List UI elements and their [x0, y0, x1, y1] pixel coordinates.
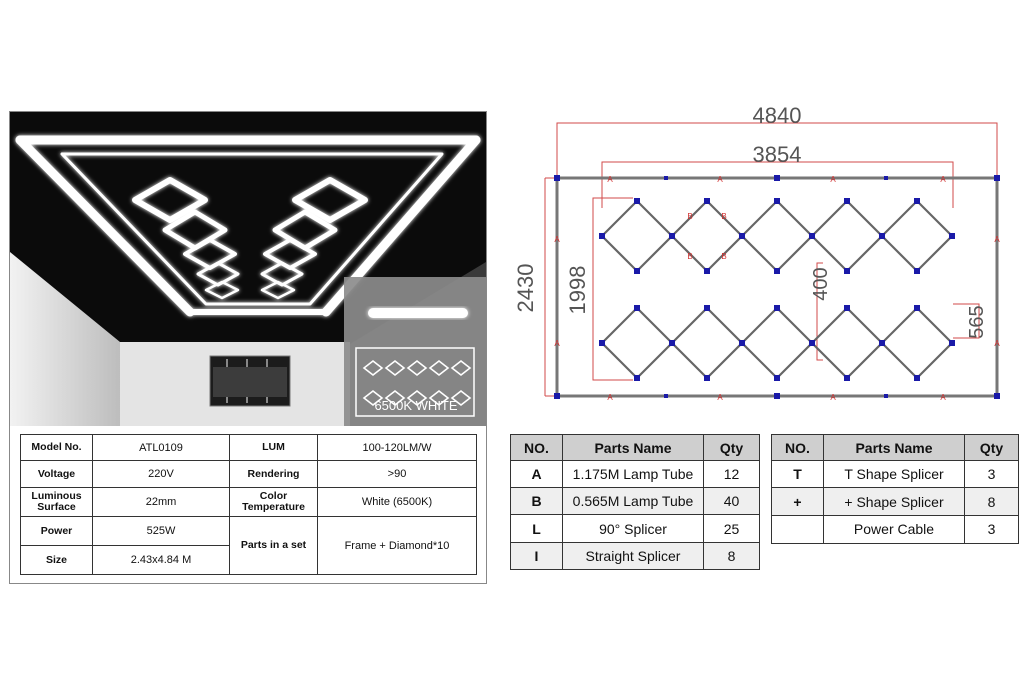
part-name: 1.175M Lamp Tube [562, 460, 704, 488]
marker-a: A [940, 393, 946, 402]
column-header: NO. [510, 434, 563, 461]
part-qty: 3 [964, 514, 1019, 545]
spec-value: >90 [317, 460, 477, 488]
spec-label: Color Temperature [229, 487, 318, 517]
spec-value: 2.43x4.84 M [92, 545, 230, 575]
part-name: T Shape Splicer [823, 460, 965, 489]
dim-inner-width: 3854 [753, 142, 802, 167]
part-qty: 12 [703, 460, 760, 488]
part-no: A [510, 460, 563, 488]
column-header: NO. [771, 433, 824, 462]
part-no: I [510, 542, 563, 570]
dim-diamond: 565 [966, 305, 988, 338]
part-qty: 8 [703, 542, 760, 570]
part-no: + [771, 487, 824, 516]
marker-a: A [717, 393, 723, 402]
part-no [771, 514, 824, 545]
spec-label: Model No. [20, 434, 93, 461]
table-row: + + Shape Splicer 8 [771, 487, 1019, 516]
part-qty: 8 [964, 487, 1019, 516]
marker-a: A [717, 175, 723, 184]
spec-value: 525W [92, 516, 230, 546]
part-name: Straight Splicer [562, 542, 704, 570]
marker-a: A [994, 339, 1000, 348]
table-row: T T Shape Splicer 3 [771, 460, 1019, 489]
column-header: Parts Name [562, 434, 704, 461]
spec-label: LUM [229, 434, 318, 461]
marker-b: B [687, 252, 692, 261]
color-temp-badge: 6500K WHITE [374, 398, 458, 413]
spec-value: ATL0109 [92, 434, 230, 461]
part-qty: 25 [703, 514, 760, 543]
spec-value: 220V [92, 460, 230, 488]
part-name: 90° Splicer [562, 514, 704, 543]
spec-value: Frame + Diamond*10 [317, 516, 477, 575]
dim-inner-height: 1998 [565, 266, 590, 315]
table-row: Power Cable 3 [771, 514, 1019, 545]
table-row: I Straight Splicer 8 [510, 542, 760, 570]
spec-label: Size [20, 545, 93, 575]
marker-a: A [940, 175, 946, 184]
part-no: L [510, 514, 563, 543]
dim-total-height: 2430 [513, 264, 538, 313]
marker-b: B [721, 252, 726, 261]
table-row: B 0.565M Lamp Tube 40 [510, 487, 760, 515]
product-panel: 6500K WHITE AFTER INSTALLATION [9, 111, 487, 584]
dim-gap: 400 [810, 267, 832, 300]
marker-a: A [830, 175, 836, 184]
part-name: Power Cable [823, 514, 965, 545]
spec-value: White (6500K) [317, 487, 477, 517]
marker-a: A [830, 393, 836, 402]
spec-table: Model No. ATL0109 LUM 100-120LM/W Voltag… [20, 434, 477, 575]
part-no: T [771, 460, 824, 489]
spec-value: 100-120LM/W [317, 434, 477, 461]
table-row: A 1.175M Lamp Tube 12 [510, 460, 760, 488]
dim-total-width: 4840 [753, 103, 802, 128]
part-name: + Shape Splicer [823, 487, 965, 516]
marker-a: A [554, 339, 560, 348]
part-qty: 40 [703, 487, 760, 515]
marker-a: A [994, 235, 1000, 244]
part-no: B [510, 487, 563, 515]
layout-drawing: 4840 3854 2430 1998 400 565 [513, 103, 1000, 402]
column-header: Qty [964, 433, 1019, 462]
parts-table-left: NO. Parts Name Qty A 1.175M Lamp Tube 12… [510, 434, 760, 570]
marker-a: A [607, 175, 613, 184]
parts-table-right: NO. Parts Name Qty T T Shape Splicer 3 +… [771, 433, 1019, 545]
marker-b: B [721, 212, 726, 221]
column-header: Qty [703, 434, 760, 461]
marker-a: A [554, 235, 560, 244]
table-row: L 90° Splicer 25 [510, 514, 760, 543]
marker-b: B [687, 212, 692, 221]
part-name: 0.565M Lamp Tube [562, 487, 704, 515]
spec-label: Power [20, 516, 93, 546]
marker-a: A [607, 393, 613, 402]
garage-ceiling-photo [10, 112, 486, 426]
spec-label: Luminous Surface [20, 487, 93, 517]
column-header: Parts Name [823, 433, 965, 462]
spec-label: Voltage [20, 460, 93, 488]
spec-label: Rendering [229, 460, 318, 488]
spec-label: Parts in a set [229, 516, 318, 575]
spec-value: 22mm [92, 487, 230, 517]
part-qty: 3 [964, 460, 1019, 489]
